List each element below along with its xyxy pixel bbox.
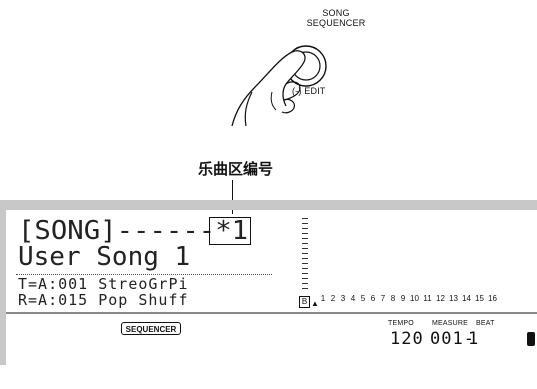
track-number: 14 [462, 294, 471, 303]
track-number: 10 [410, 294, 419, 303]
song-number-highlight [209, 217, 251, 245]
lcd-divider [16, 274, 272, 275]
callout-leader-line [232, 180, 233, 214]
panel-status-row [6, 312, 537, 365]
tempo-value: 120 [390, 329, 424, 349]
track-number: 8 [390, 294, 396, 303]
beat-value: 1 [468, 329, 480, 349]
caption-line2: SEQUENCER [306, 18, 366, 28]
lcd-tone-line: T=A:001 StreoGrPi [18, 275, 189, 293]
track-number: 16 [488, 294, 497, 303]
track-number: 4 [350, 294, 356, 303]
lcd-song-name: User Song 1 [18, 242, 191, 272]
level-meter [300, 218, 312, 310]
track-number: 15 [475, 294, 484, 303]
caption-line1: SONG [322, 8, 350, 18]
track-number: 5 [360, 294, 366, 303]
song-sequencer-caption: SONG SEQUENCER [296, 8, 376, 28]
track-number: 12 [436, 294, 445, 303]
lcd-rhythm-line: R=A:015 Pop Shuff [18, 291, 189, 309]
track-number: 11 [423, 294, 432, 303]
track-number: 1 [320, 294, 326, 303]
panel-frame [0, 200, 537, 365]
track-b-indicator: B [299, 296, 310, 308]
track-number: 3 [340, 294, 346, 303]
track-number: 6 [370, 294, 376, 303]
tempo-label: TEMPO [388, 320, 414, 327]
track-number: 13 [449, 294, 458, 303]
measure-value: 001- [430, 329, 475, 349]
hand-pressing-button-icon [231, 45, 327, 127]
edit-caption: (-) EDIT [292, 86, 326, 96]
beat-label: BEAT [476, 320, 495, 327]
current-track-pointer-icon: ▲ [311, 299, 319, 308]
sequencer-indicator: SEQUENCER [121, 322, 181, 335]
song-area-number-callout: 乐曲区编号 [198, 160, 274, 178]
track-number: 2 [330, 294, 336, 303]
track-number: 9 [400, 294, 406, 303]
measure-label: MEASURE [432, 320, 469, 327]
lcd-display-panel: [SONG]------*1 User Song 1 T=A:001 Streo… [0, 200, 537, 389]
track-number: 7 [380, 294, 386, 303]
edge-indicator-icon [527, 332, 535, 346]
button-illustration: SONG SEQUENCER (-) EDIT [0, 0, 537, 150]
